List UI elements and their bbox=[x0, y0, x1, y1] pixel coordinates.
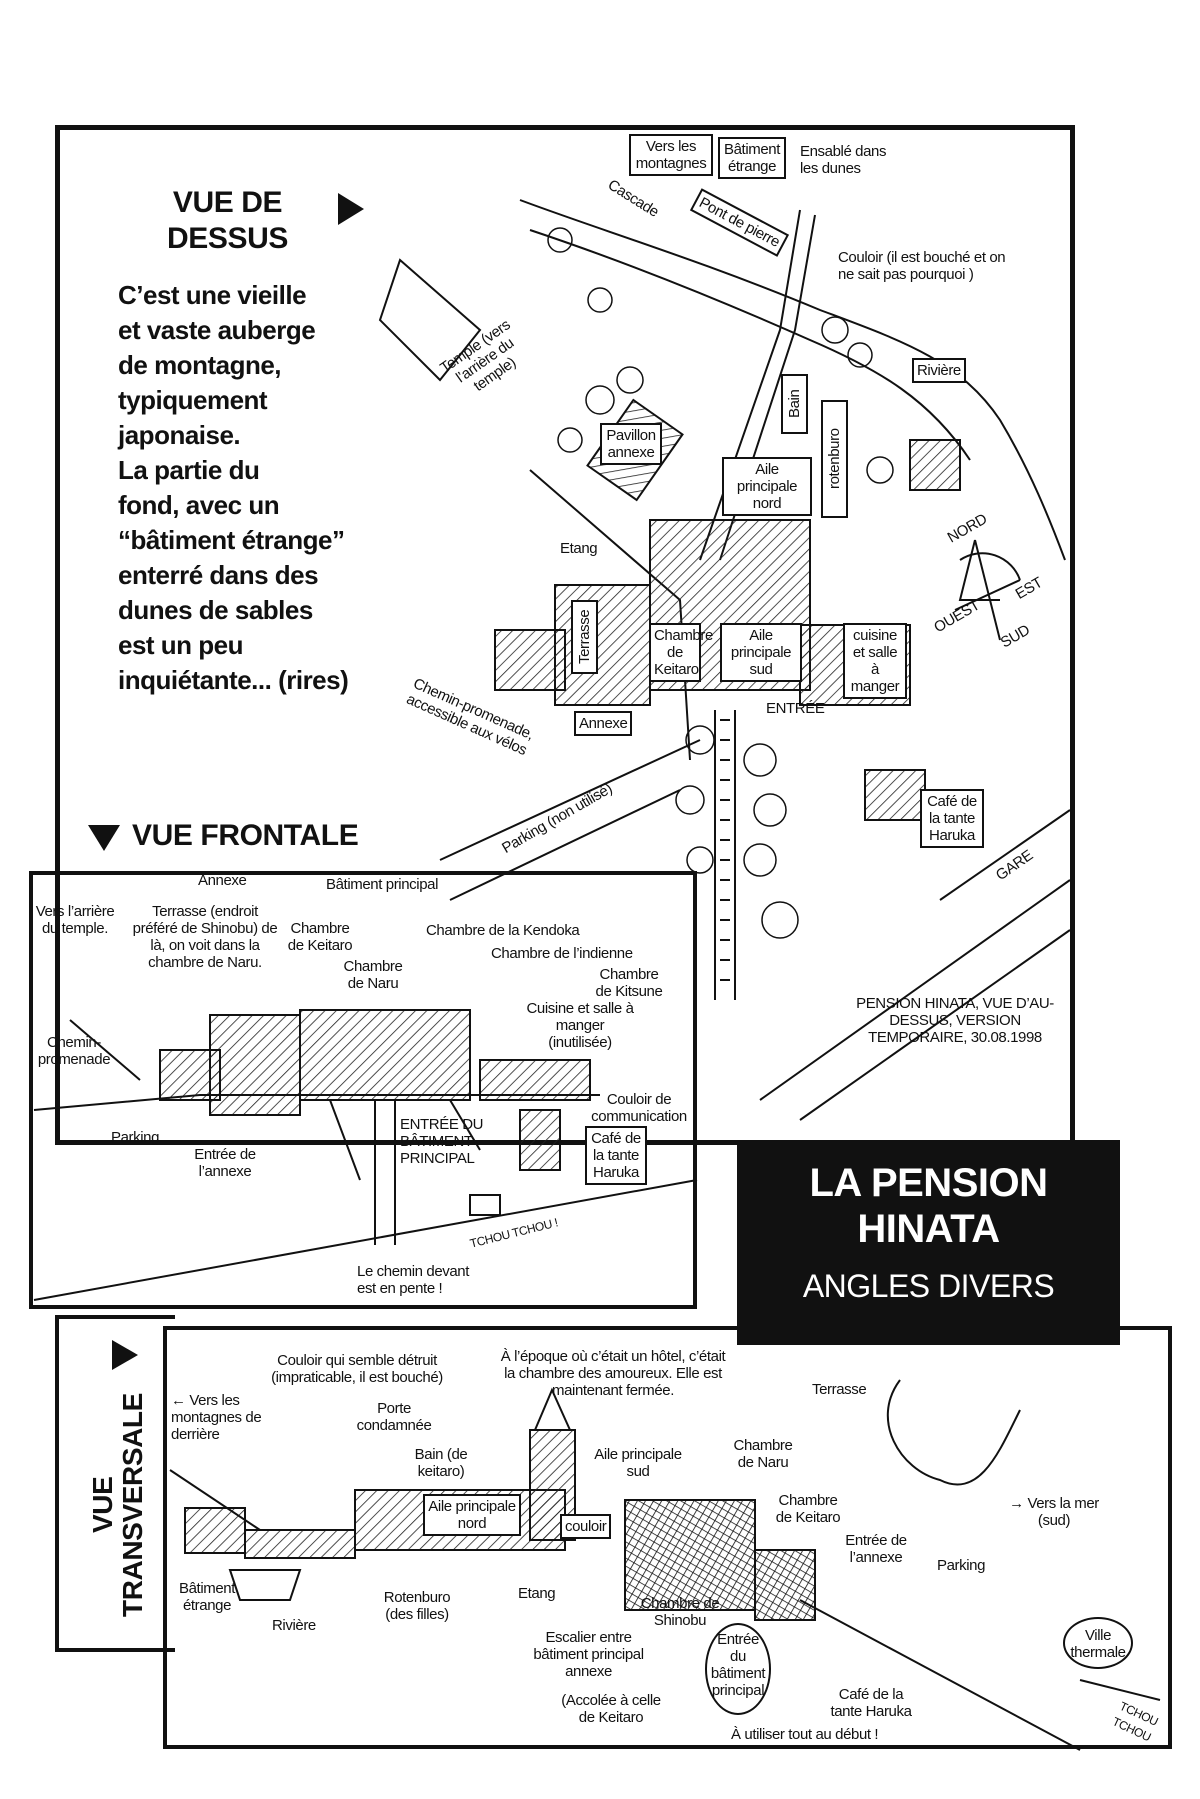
front-label-kitsune: Chambre de Kitsune bbox=[595, 966, 663, 1000]
front-view-panel bbox=[29, 871, 697, 1309]
map-label-rotenburo: rotenburo bbox=[821, 400, 848, 518]
cross-label-parking: Parking bbox=[937, 1557, 986, 1574]
cross-label-entree-principal: Entrée du bâtiment principal bbox=[705, 1623, 771, 1715]
cross-label-aile-nord: Aile principale nord bbox=[423, 1494, 521, 1536]
map-label-couloir: Couloir (il est bouché et on ne sait pas… bbox=[838, 249, 1006, 283]
description-line: japonaise. bbox=[118, 420, 241, 450]
description-line: et vaste auberge bbox=[118, 315, 316, 345]
front-label-chemin: Chemin-promenade bbox=[37, 1034, 111, 1068]
cross-label-couloir-detruit: Couloir qui semble détruit (impraticable… bbox=[271, 1352, 443, 1386]
description-line: dunes de sables bbox=[118, 595, 313, 625]
description-line: typiquement bbox=[118, 385, 268, 415]
front-label-entree-principal: ENTRÉE DU BÂTIMENT PRINCIPAL bbox=[400, 1116, 484, 1167]
map-label-batiment-etrange: Bâtiment étrange bbox=[718, 137, 786, 179]
front-view-heading: VUE FRONTALE bbox=[132, 819, 359, 852]
front-label-kendoka: Chambre de la Kendoka bbox=[426, 922, 580, 939]
description-line: La partie du bbox=[118, 455, 260, 485]
cross-heading-arrow-icon bbox=[112, 1340, 138, 1370]
map-label-terrasse: Terrasse bbox=[571, 600, 598, 674]
title-block: LA PENSION HINATA ANGLES DIVERS bbox=[737, 1140, 1120, 1345]
map-label-aile-sud: Aile principale sud bbox=[720, 623, 802, 682]
map-label-entree: ENTRÉE bbox=[766, 700, 825, 717]
map-label-cafe: Café de la tante Haruka bbox=[920, 789, 984, 848]
description-line: fond, avec un bbox=[118, 490, 280, 520]
cross-label-shinobu: Chambre de Shinobu bbox=[640, 1595, 720, 1629]
description-line: “bâtiment étrange” bbox=[118, 525, 345, 555]
map-label-annexe: Annexe bbox=[574, 711, 633, 736]
map-label-vers-montagnes: Vers les montagnes bbox=[629, 134, 713, 176]
cross-label-accolee: (Accolée à celle de Keitaro bbox=[561, 1692, 661, 1726]
front-label-batiment-principal: Bâtiment principal bbox=[326, 876, 439, 893]
cross-label-batiment-etrange: Bâtiment étrange bbox=[179, 1580, 235, 1614]
cross-label-riviere: Rivière bbox=[272, 1617, 316, 1634]
cross-label-etang: Etang bbox=[518, 1585, 556, 1602]
cross-label-vers-mer: → Vers la mer (sud) bbox=[1009, 1495, 1099, 1529]
cross-label-rotenburo: Rotenburo (des filles) bbox=[383, 1589, 451, 1623]
cross-label-bain: Bain (de keitaro) bbox=[414, 1446, 468, 1480]
description-line: de montagne, bbox=[118, 350, 282, 380]
cross-label-couloir: couloir bbox=[560, 1514, 612, 1539]
cross-label-aile-sud: Aile principale sud bbox=[594, 1446, 682, 1480]
description-line: C’est une vieille bbox=[118, 280, 307, 310]
map-label-aile-nord: Aile principale nord bbox=[722, 457, 812, 516]
page-title: LA PENSION HINATA bbox=[809, 1161, 1049, 1251]
page-subtitle: ANGLES DIVERS bbox=[802, 1268, 1055, 1304]
cross-label-escalier: Escalier entre bâtiment principal annexe bbox=[533, 1629, 644, 1680]
cross-view-drawing bbox=[169, 1379, 1161, 1751]
map-label-pavillon: Pavillon annexe bbox=[600, 423, 662, 465]
cross-label-vers-montagnes: ← Vers les montagnes de derrière bbox=[171, 1392, 262, 1443]
map-label-bain: Bain bbox=[781, 374, 808, 434]
description-line: est un peu bbox=[118, 630, 244, 660]
cross-label-keitaro: Chambre de Keitaro bbox=[775, 1492, 841, 1526]
cross-label-entree-annexe: Entrée de l’annexe bbox=[845, 1532, 907, 1566]
front-view-drawing bbox=[33, 1009, 698, 1301]
map-label-riviere: Rivière bbox=[912, 358, 966, 383]
map-label-ensable: Ensablé dans les dunes bbox=[800, 143, 887, 177]
front-label-couloir: Couloir de communication bbox=[591, 1091, 687, 1125]
cross-label-epoque: À l’époque où c’était un hôtel, c’était … bbox=[500, 1348, 726, 1399]
front-label-annexe: Annexe bbox=[198, 872, 247, 889]
cross-label-terrasse: Terrasse bbox=[812, 1381, 867, 1398]
front-label-cafe: Café de la tante Haruka bbox=[585, 1126, 647, 1185]
cross-view-panel bbox=[163, 1326, 1172, 1749]
description-line: inquiétante... (rires) bbox=[118, 665, 349, 695]
front-heading-arrow-icon bbox=[88, 825, 120, 851]
map-caption: PENSION HINATA, VUE D’AU-DESSUS, VERSION… bbox=[856, 995, 1054, 1046]
heading-arrow-icon bbox=[338, 193, 364, 225]
front-label-entree-annexe: Entrée de l’annexe bbox=[194, 1146, 256, 1180]
map-label-chambre-keitaro: Chambre de Keitaro bbox=[649, 623, 713, 682]
cross-view-heading: VUE TRANSVERSALE bbox=[87, 1393, 148, 1617]
map-label-etang: Etang bbox=[560, 540, 598, 557]
cross-label-porte: Porte condamnée bbox=[356, 1400, 432, 1434]
map-label-cuisine: cuisine et salle à manger bbox=[843, 623, 907, 699]
top-view-heading: VUE DE DESSUS bbox=[167, 186, 288, 255]
cross-label-utiliser: À utiliser tout au début ! bbox=[731, 1726, 879, 1743]
description-line: enterré dans des bbox=[118, 560, 319, 590]
top-view-description: C’est une vieille et vaste auberge de mo… bbox=[118, 278, 349, 698]
front-label-terrasse: Terrasse (endroit préféré de Shinobu) de… bbox=[132, 903, 278, 971]
cross-label-cafe: Café de la tante Haruka bbox=[830, 1686, 912, 1720]
front-label-parking: Parking bbox=[111, 1129, 160, 1146]
front-label-naru: Chambre de Naru bbox=[343, 958, 403, 992]
cross-label-naru: Chambre de Naru bbox=[733, 1437, 793, 1471]
front-label-indienne: Chambre de l’indienne bbox=[491, 945, 633, 962]
cross-label-ville: Ville thermale bbox=[1063, 1617, 1133, 1669]
front-label-chemin-pente: Le chemin devant est en pente ! bbox=[357, 1263, 470, 1297]
front-label-cuisine: Cuisine et salle à manger (inutilisée) bbox=[526, 1000, 634, 1051]
cross-heading-frame bbox=[55, 1315, 175, 1652]
front-label-chambre-keitaro: Chambre de Keitaro bbox=[287, 920, 353, 954]
front-label-vers-temple: Vers l’arrière du temple. bbox=[35, 903, 115, 937]
